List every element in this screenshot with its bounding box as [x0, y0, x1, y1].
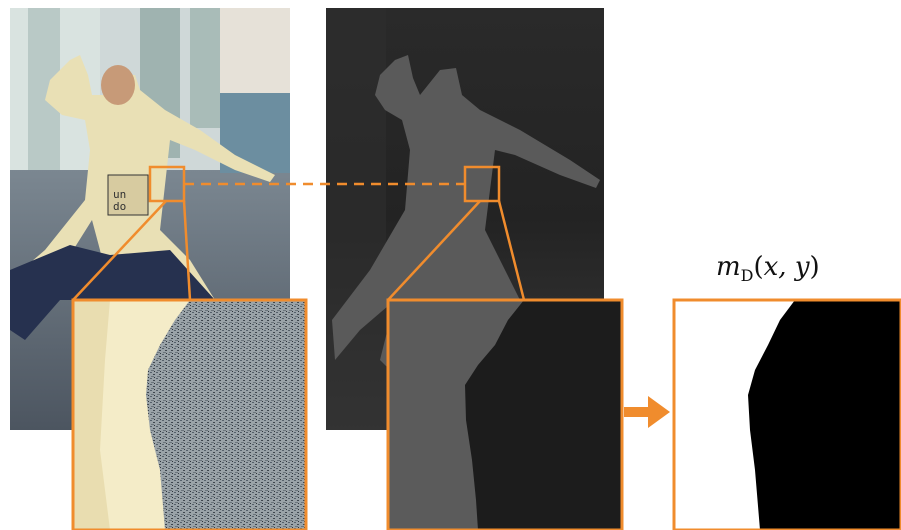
svg-text:do: do	[113, 200, 126, 213]
mask-label-subscript: D	[741, 266, 754, 285]
mask-label-m: m	[716, 252, 741, 282]
zoom-rendered	[73, 300, 306, 530]
mask-label-open-paren: (	[753, 252, 763, 282]
mask-label-close-paren: )	[810, 252, 820, 282]
mask-label-args: x, y	[764, 252, 810, 282]
zoom-depth	[388, 300, 622, 530]
mask	[674, 300, 901, 530]
mask-label: mD(x, y)	[716, 252, 886, 285]
arrow-right-icon	[624, 396, 670, 428]
